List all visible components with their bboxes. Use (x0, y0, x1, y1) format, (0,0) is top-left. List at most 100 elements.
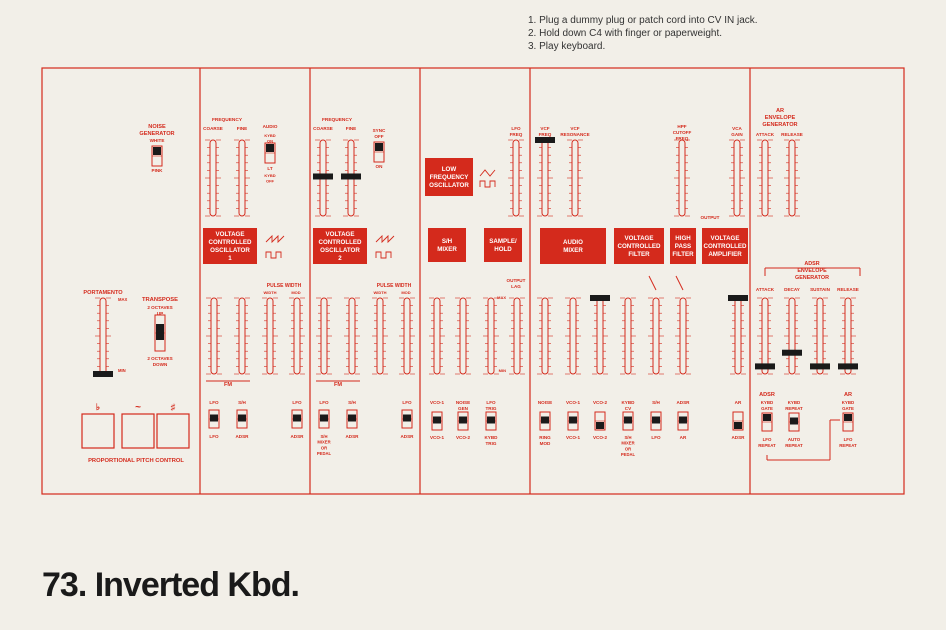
vca-mod-slider[interactable] (728, 295, 748, 375)
vcf-freq-slider-knob[interactable] (535, 137, 555, 143)
vco1-width-slider[interactable] (262, 297, 278, 375)
vco1-fm-switch-1[interactable] (208, 409, 220, 429)
vco1-audio-switch-lever[interactable] (266, 144, 274, 152)
adsr-release-slider-knob[interactable] (838, 363, 858, 370)
mixer-noise-switch-lever[interactable] (541, 416, 549, 424)
vco1-pwm-switch-lever[interactable] (293, 414, 301, 422)
vcf-kybd-slider[interactable] (620, 297, 636, 375)
sh-vco1-slider[interactable] (429, 297, 445, 375)
mixer-vco2-slider[interactable] (590, 295, 610, 375)
noise-switch[interactable] (151, 145, 163, 167)
adsr-repeat-switch-lever[interactable] (790, 417, 798, 425)
vco2-width-label: WIDTH (373, 290, 386, 295)
ar-gate-switch[interactable] (842, 412, 854, 432)
pitch-flat-pad[interactable] (81, 413, 115, 449)
vco2-fine-slider-knob[interactable] (341, 173, 361, 180)
vcf-freq-slider[interactable] (535, 137, 555, 217)
vco2-fm-lfo-slider[interactable] (316, 297, 332, 375)
vco2-fm-switch-2[interactable] (346, 409, 358, 429)
vco2-fine-slider[interactable] (341, 139, 361, 217)
vca-gain-slider[interactable] (729, 139, 745, 217)
vco2-sync-switch[interactable] (373, 141, 385, 163)
vco1-audio-switch[interactable] (264, 142, 276, 164)
adsr-sustain-slider[interactable] (810, 297, 830, 375)
vcf-adsr-slider[interactable] (675, 297, 691, 375)
vco1-fm-switch-2[interactable] (236, 409, 248, 429)
sh-switch-1[interactable] (431, 411, 443, 431)
vco2-sync-switch-lever[interactable] (375, 143, 383, 151)
mixer-noise-slider[interactable] (537, 297, 553, 375)
vca-adsr-label: ADSR (731, 435, 745, 440)
vco2-mod-slider[interactable] (399, 297, 415, 375)
mixer-vco2-slider-knob[interactable] (590, 295, 610, 301)
adsr-gate-switch[interactable] (761, 412, 773, 432)
vco2-fm-switch-1-lever[interactable] (320, 414, 328, 422)
noise-switch-lever[interactable] (153, 147, 161, 155)
vcf-adsr-switch[interactable] (677, 411, 689, 431)
output-lag-slider[interactable] (509, 297, 525, 375)
vco2-coarse-slider[interactable] (313, 139, 333, 217)
adsr-gate-switch-lever[interactable] (763, 414, 771, 421)
vco1-fm-switch-2-lever[interactable] (238, 414, 246, 422)
mixer-vco1-switch-lever[interactable] (569, 416, 577, 424)
lfo-freq-slider[interactable] (508, 139, 524, 217)
sh-switch-1-lever[interactable] (433, 416, 441, 424)
transpose-switch[interactable] (154, 314, 166, 352)
vco2-fm-switch-2-lever[interactable] (348, 414, 356, 422)
vco2-width-slider[interactable] (372, 297, 388, 375)
pitch-mod-pad[interactable] (121, 413, 155, 449)
ar-release-slider[interactable] (784, 139, 800, 217)
ar-attack-slider[interactable] (757, 139, 773, 217)
vcf-sh-switch[interactable] (650, 411, 662, 431)
vcf-adsr-switch-lever[interactable] (679, 416, 687, 424)
vcf-sh-slider[interactable] (648, 297, 664, 375)
vcf-kybd-switch[interactable] (622, 411, 634, 431)
vco1-fm-lfo-slider[interactable] (206, 297, 222, 375)
pitch-flat-icon: ♭ (96, 402, 100, 412)
portamento-slider[interactable] (93, 297, 113, 377)
adsr-attack-slider-knob[interactable] (755, 363, 775, 370)
adsr-release-slider[interactable] (838, 297, 858, 375)
vco2-pwm-switch-lever[interactable] (403, 414, 411, 422)
adsr-sustain-slider-knob[interactable] (810, 363, 830, 370)
adsr-attack-slider[interactable] (755, 297, 775, 375)
hpf-cutoff-slider[interactable] (674, 139, 690, 217)
sh-noise-slider[interactable] (455, 297, 471, 375)
adsr-repeat-switch[interactable] (788, 412, 800, 432)
vco2-fm-switch-1[interactable] (318, 409, 330, 429)
vco1-coarse-slider[interactable] (205, 139, 221, 217)
vca-env-switch-lever[interactable] (734, 422, 742, 429)
sh-trig-slider[interactable] (483, 297, 499, 375)
mixer-vco1-switch[interactable] (567, 411, 579, 431)
mixer-noise-switch[interactable] (539, 411, 551, 431)
adsr-decay-slider[interactable] (782, 297, 802, 375)
sh-trig-switch-lever[interactable] (487, 416, 495, 424)
vco1-mod-slider[interactable] (289, 297, 305, 375)
vco2-fm-sh-slider[interactable] (344, 297, 360, 375)
adsr-decay-slider-knob[interactable] (782, 349, 802, 356)
sh-switch-2-lever[interactable] (459, 416, 467, 424)
mixer-vco2-switch-lever[interactable] (596, 422, 604, 429)
sh-trig-switch[interactable] (485, 411, 497, 431)
vco1-fine-slider[interactable] (234, 139, 250, 217)
ar-gate-switch-lever[interactable] (844, 414, 852, 421)
vco1-fm-sh-slider[interactable] (234, 297, 250, 375)
vcf-kybd-switch-lever[interactable] (624, 416, 632, 424)
pitch-control-pads (81, 413, 190, 449)
vcf-resonance-slider[interactable] (567, 139, 583, 217)
vca-mod-slider-knob[interactable] (728, 295, 748, 301)
mixer-vco2-switch[interactable] (594, 411, 606, 431)
sh-switch-2[interactable] (457, 411, 469, 431)
pitch-sharp-pad[interactable] (156, 413, 190, 449)
portamento-slider-knob[interactable] (93, 371, 113, 377)
mixer-vco1-slider[interactable] (565, 297, 581, 375)
vca-env-switch[interactable] (732, 411, 744, 431)
vco2-pwm-switch[interactable] (401, 409, 413, 429)
vcf-sh-switch-lever[interactable] (652, 416, 660, 424)
vco2-coarse-slider-knob[interactable] (313, 173, 333, 180)
vco1-fm-switch-1-lever[interactable] (210, 414, 218, 422)
transpose-switch-lever[interactable] (156, 324, 164, 340)
vco1-pwm-switch[interactable] (291, 409, 303, 429)
